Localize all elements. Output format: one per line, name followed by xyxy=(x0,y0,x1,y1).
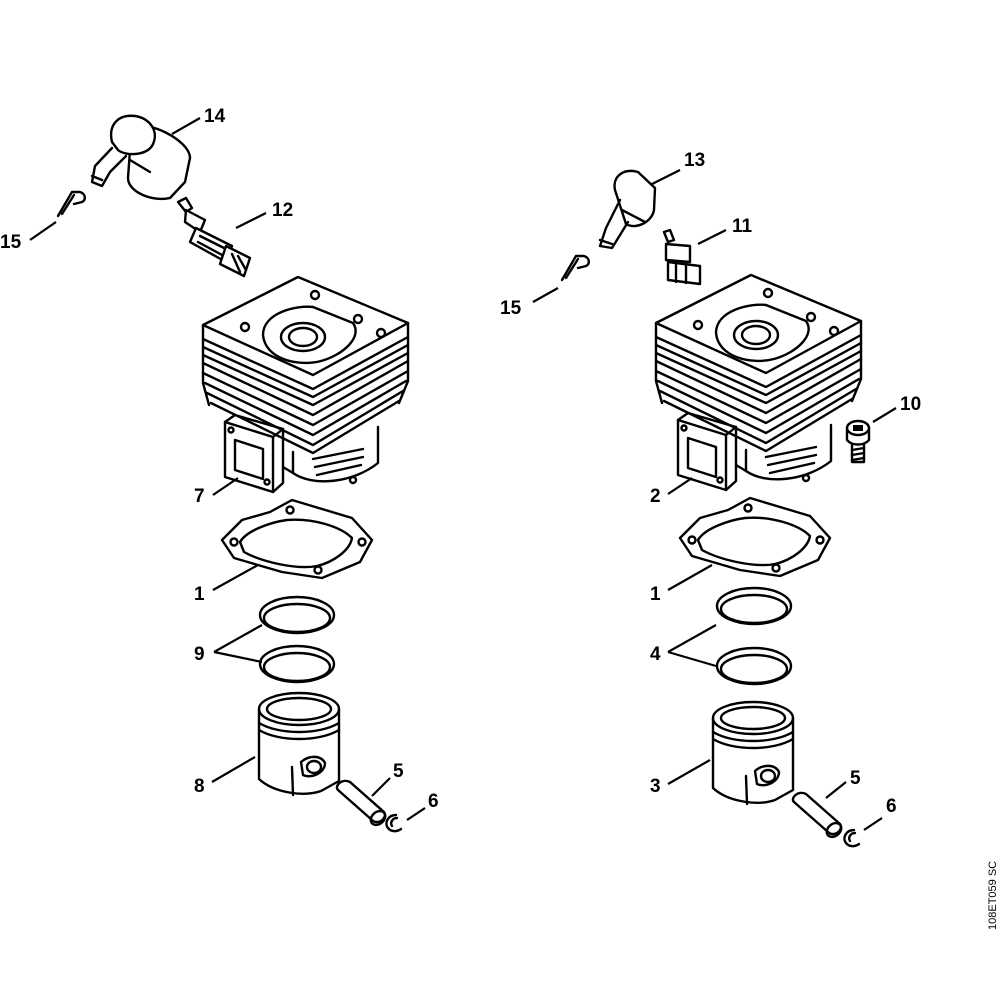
callout-14: 14 xyxy=(204,106,226,127)
callout-15-right: 15 xyxy=(500,298,522,319)
piston-ring-4b xyxy=(715,646,793,686)
spark-plug-boot-13 xyxy=(598,169,657,250)
callout-15: 15 xyxy=(0,232,22,253)
callout-5: 5 xyxy=(393,761,404,782)
left-assembly xyxy=(29,114,426,833)
callout-10: 10 xyxy=(900,394,921,415)
spring-clip-15-right xyxy=(560,254,590,282)
callout-8: 8 xyxy=(194,776,205,797)
callout-3: 3 xyxy=(650,776,661,797)
circlip-6 xyxy=(385,813,403,833)
circlip-6-right xyxy=(843,828,861,848)
piston-8 xyxy=(257,691,341,797)
cylinder-7 xyxy=(201,275,410,494)
callout-12: 12 xyxy=(272,200,293,221)
reference-code: 108ET059 SC xyxy=(987,861,999,930)
callouts-right: 13 15 11 10 2 1 4 3 5 6 xyxy=(500,150,921,817)
screw-10 xyxy=(845,419,871,464)
callout-4: 4 xyxy=(650,644,661,665)
callouts-left: 14 15 12 7 1 9 8 5 6 xyxy=(0,106,439,812)
callout-7: 7 xyxy=(194,486,205,507)
spring-clip-15 xyxy=(56,190,86,218)
callout-1-right: 1 xyxy=(650,584,661,605)
piston-3 xyxy=(711,700,795,806)
callout-5-right: 5 xyxy=(850,768,861,789)
piston-pin-5-right xyxy=(791,791,846,841)
cylinder-2 xyxy=(654,273,863,492)
right-assembly xyxy=(532,169,897,848)
spark-plug-12 xyxy=(176,196,252,278)
callout-11: 11 xyxy=(732,216,753,237)
gasket-1 xyxy=(220,498,374,580)
callout-1: 1 xyxy=(194,584,205,605)
callout-13: 13 xyxy=(684,150,705,171)
callout-2: 2 xyxy=(650,486,661,507)
piston-ring-4a xyxy=(715,586,793,626)
callout-6-right: 6 xyxy=(886,796,897,817)
gasket-1-right xyxy=(678,496,832,578)
callout-9: 9 xyxy=(194,644,205,665)
callout-6: 6 xyxy=(428,791,439,812)
spark-plug-boot-14 xyxy=(90,114,192,201)
spark-plug-11 xyxy=(662,228,702,286)
piston-ring-9a xyxy=(258,595,336,635)
piston-ring-9b xyxy=(258,644,336,684)
